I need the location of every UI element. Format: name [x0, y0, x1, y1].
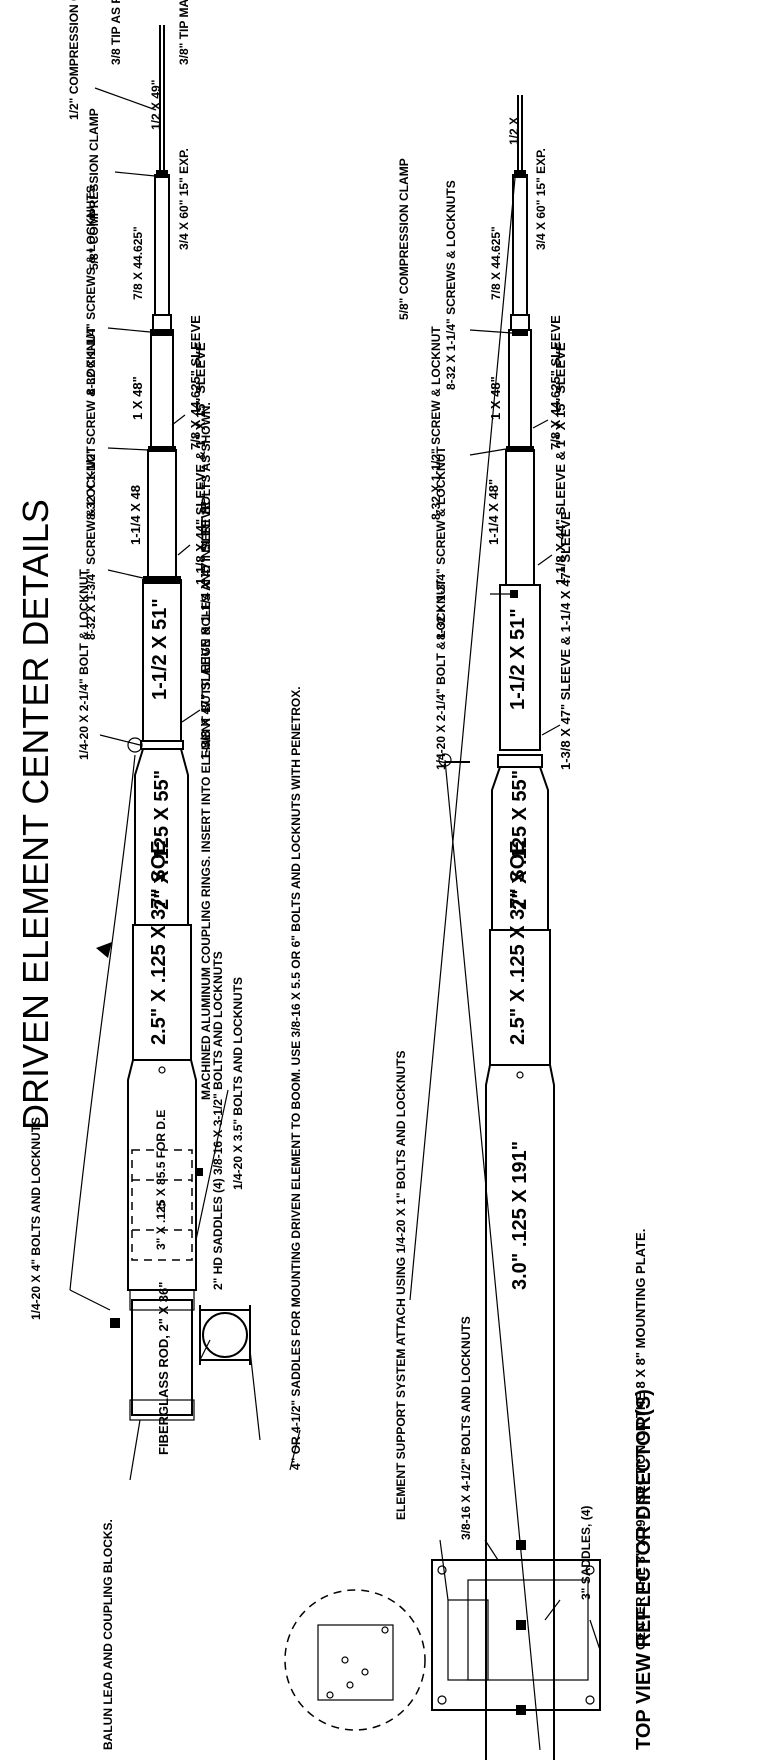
- lower-label-clamp-58: 5/8" COMPRESSION CLAMP: [397, 158, 411, 320]
- label-tip-not-rqd: 3/8" TIP MAY NOT BE RQD: [177, 0, 191, 65]
- drawing-title: DRIVEN ELEMENT CENTER DETAILS: [15, 499, 56, 1130]
- lower-label-sleeve-118: 1-1/8 X 44" SLEEVE & 1" X 15" SLEEVE: [553, 342, 568, 585]
- lower-label-tube-25: 2.5" X .125 X 37" SOE: [507, 840, 529, 1045]
- label-bolts-35: 1/4-20 X 3.5" BOLTS AND LOCKNUTS: [231, 977, 245, 1190]
- label-screw-134: 8-32 X 1-3/4" SCREW & LOCKNUT: [84, 446, 98, 640]
- upper-fiberglass-rod: [131, 1299, 193, 1416]
- lower-tube-1: [508, 329, 532, 451]
- lower-label-screw-134: 8-32 X 1-3/4" SCREW & LOCKNUT: [434, 446, 448, 640]
- lower-support-rod: [444, 759, 541, 1751]
- lower-mounting-plate: [431, 1559, 601, 1711]
- upper-tube-112: [142, 579, 182, 746]
- upper-boom-saddle: [202, 1312, 248, 1358]
- label-sleeve-138: 1-3/8 X 47" SLEEVE & 1-1/4 X 47" SLEEVE: [198, 501, 213, 760]
- label-screws-114: 8-32 X 1-1/4" SCREWS & LOCKNUTS: [84, 185, 98, 395]
- label-clamp-58: 5/8" COMPRESSION CLAMP: [87, 108, 101, 270]
- label-tube-114: 1-1/4 X 48: [128, 485, 143, 545]
- lower-label-bolts-3816: 3/8-16 X 4-1/2" BOLTS AND LOCKNUTS: [459, 1316, 473, 1540]
- upper-tube-34: [154, 174, 170, 316]
- lower-label-tube-114: 1-1/4 X 48": [486, 479, 501, 545]
- lower-tube-25: [489, 929, 551, 1066]
- label-tube-78: 7/8 X 44.625": [131, 226, 145, 300]
- label-tube-half: 1/2 X 49": [149, 80, 163, 130]
- lower-label-support: ELEMENT SUPPORT SYSTEM ATTACH USING 1/4-…: [394, 1050, 408, 1520]
- upper-tube-1: [150, 329, 174, 451]
- lower-labels: 1/2 X 3/4 X 60" 15" EXP. 5/8" COMPRESSIO…: [394, 117, 655, 1750]
- label-tube-3: 3" X .125 X 85.5 FOR D.E: [154, 1110, 168, 1250]
- upper-detail-circle: [284, 1589, 426, 1731]
- lower-label-center-note: CENTER THE 3" X 191" SECTION ON THE 8 X …: [633, 1229, 648, 1650]
- lower-label-bolt-214: 1/4-20 X 2-1/4" BOLT & LOCKNUT: [434, 578, 448, 770]
- lower-tube-3: [485, 1064, 555, 1760]
- label-hd-saddles: 2" HD SADDLES (4) 3/8-16 X 3-1/2" BOLTS …: [211, 951, 225, 1290]
- upper-labels: 3/8 TIP AS FOR MATCH ADJ 3/8" TIP MAY NO…: [29, 0, 303, 1750]
- label-bolts-4: 1/4-20 X 4" BOLTS AND LOCKNUTS: [29, 1117, 43, 1320]
- label-tip-match: 3/8 TIP AS FOR MATCH ADJ: [109, 0, 123, 65]
- label-mount-saddles: 4" OR 4-1/2" SADDLES FOR MOUNTING DRIVEN…: [289, 686, 303, 1470]
- lower-label-sleeve-138: 1-3/8 X 47" SLEEVE & 1-1/4 X 47" SLEEVE: [558, 511, 573, 770]
- lower-label-screws-114: 8-32 X 1-1/4" SCREWS & LOCKNUTS: [444, 180, 458, 390]
- lower-label-tube-1: 1 X 48": [488, 376, 503, 420]
- lower-label-tube-3: 3.0" .125 X 191": [509, 1141, 531, 1290]
- label-tube-112: 1-1/2 X 51": [149, 598, 171, 700]
- label-tube-34: 3/4 X 60" 15" EXP.: [177, 148, 191, 250]
- label-balun: BALUN LEAD AND COUPLING BLOCKS.: [101, 1519, 115, 1750]
- leader-lines: [69, 87, 601, 1651]
- label-coupling-note: MACHINED ALUMINUM COUPLING RINGS. INSERT…: [199, 402, 213, 1100]
- lower-tube-114: [505, 449, 535, 586]
- upper-element: [69, 25, 426, 1731]
- upper-dashed-saddles: [131, 1149, 193, 1261]
- label-bolt-214: 1/4-20 X 2-1/4" BOLT & LOCKNUT: [77, 568, 91, 760]
- label-screw-112: 8-32 X 1-1/2" SCREW & LOCKNUT: [84, 326, 98, 520]
- lower-label-tube-half: 1/2 X: [507, 117, 521, 145]
- label-fiberglass: FIBERGLASS ROD, 2" X 36": [156, 1282, 171, 1455]
- upper-tube-114: [147, 449, 177, 581]
- lower-tube-112: [499, 584, 541, 751]
- lower-label-tube-112: 1-1/2 X 51": [507, 608, 529, 710]
- label-sleeve-118: 1-1/8 X 44" SLEEVE & 1" X 15" SLEEVE: [193, 342, 208, 585]
- lower-tube-34: [512, 174, 528, 316]
- lower-label-sleeve-78: 7/8 X 44.625" SLEEVE: [548, 315, 563, 450]
- upper-coupling-1: [140, 740, 184, 750]
- lower-label-tube-78: 7/8 X 44.625": [489, 226, 503, 300]
- label-sleeve-78: 7/8 X 44.625" SLEEVE: [188, 315, 203, 450]
- lower-element: [431, 95, 601, 1760]
- label-tube-1: 1 X 48": [130, 376, 145, 420]
- lower-label-top-view: TOP VIEW REFLECTOR DIRECTOR(S): [633, 1389, 655, 1750]
- lower-label-tube-34: 3/4 X 60" 15" EXP.: [534, 148, 548, 250]
- label-clamp-half: 1/2" COMPRESSION CLAMP: [67, 0, 81, 120]
- upper-balun-lead: [69, 754, 136, 1291]
- label-tube-25: 2.5" X .125 X 37" SOE: [148, 840, 170, 1045]
- lower-label-saddles-3: 3" SADDLES, (4): [579, 1506, 593, 1600]
- label-tube-2: 2" X .125 X 55": [151, 770, 173, 910]
- upper-tube-25: [132, 924, 192, 1061]
- lower-label-tube-2: 2" X .125 X 55": [509, 770, 531, 910]
- lower-label-screw-112: 8-32 X 1-1/2" SCREW & LOCKNUT: [429, 326, 443, 520]
